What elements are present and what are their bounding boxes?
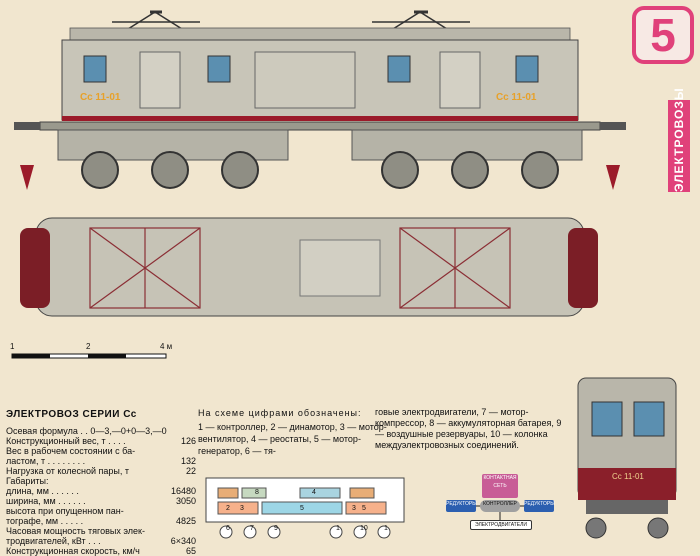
spec-row: тродвигателей, кВт . . . 6×340 <box>6 536 196 546</box>
spec-label: Осевая формула . . 0—3,—0+0—3,—0 <box>6 426 167 436</box>
schematic-label: 9 <box>274 525 278 532</box>
legend-text-right: говые электродвигатели, 7 — мотор-компре… <box>375 407 562 450</box>
spec-value: 22 <box>185 466 196 476</box>
spec-label: высота при опущенном пан- <box>6 506 124 516</box>
spec-label: тографе, мм . . . . . <box>6 516 84 526</box>
scale-tick-2: 2 <box>86 342 91 351</box>
spec-label: Конструкционный вес, т . . . . <box>6 436 126 446</box>
schematic-label: 2 <box>226 505 230 512</box>
contact-network-box: КОНТАКТНАЯ СЕТЬ <box>482 474 518 498</box>
spec-label: длина, мм . . . . . . <box>6 486 79 496</box>
schematic-label: 6 <box>226 525 230 532</box>
body-stripe <box>62 116 578 121</box>
pantograph-top-left <box>89 227 201 309</box>
underframe <box>39 121 601 131</box>
roof-hatch <box>299 239 381 297</box>
schematic-label: 3 <box>352 505 356 512</box>
louvers <box>139 51 481 109</box>
loco-number-right: Сс 11-01 <box>496 92 537 103</box>
legend-heading: На схеме цифрами обозначены: <box>198 408 362 418</box>
controller-box: КОНТРОЛЛЕР <box>480 500 520 512</box>
front-number: Сс 11-01 <box>612 472 644 481</box>
spec-value: 65 <box>185 546 196 556</box>
schematic-label: 5 <box>362 505 366 512</box>
spec-row: Нагрузка от колесной пары, т 22 <box>6 466 196 476</box>
front-skirt <box>578 468 676 500</box>
marker-right <box>606 165 620 190</box>
bogie-left <box>57 129 289 189</box>
spec-row: ширина, мм . . . . . . 3050 <box>6 496 196 506</box>
spec-row: Габариты: <box>6 476 196 486</box>
spec-row: Вес в рабочем состоянии с ба- <box>6 446 196 456</box>
schematic-label: 4 <box>312 489 316 496</box>
schematic-label: 10 <box>360 525 368 532</box>
equipment-schematic <box>205 477 405 539</box>
side-view <box>14 10 626 190</box>
spec-label: ластом, т . . . . . . . . <box>6 456 86 466</box>
page-number: 5 <box>650 9 676 61</box>
window <box>83 55 107 83</box>
loco-number-left: Сс 11-01 <box>80 92 121 103</box>
spec-row: высота при опущенном пан- <box>6 506 196 516</box>
front-view <box>577 377 677 539</box>
reducers-right-box: РЕДУКТОРЫ <box>524 500 555 512</box>
motors-box: ЭЛЕКТРОДВИГАТЕЛИ <box>470 520 532 530</box>
schematic-frame <box>205 477 405 523</box>
window <box>207 55 231 83</box>
spec-row: Осевая формула . . 0—3,—0+0—3,—0 <box>6 426 196 436</box>
scale-tick-1: 1 <box>10 342 15 351</box>
front-window <box>633 401 665 437</box>
buffer-right <box>600 122 626 130</box>
pantograph-right <box>372 10 470 35</box>
legend-text-left: 1 — контроллер, 2 — динамотор, 3 — мотор… <box>198 422 387 456</box>
front-wheel <box>647 517 669 539</box>
spec-title: ЭЛЕКТРОВОЗ СЕРИИ Сс <box>6 409 137 420</box>
spec-row: ластом, т . . . . . . . . 132 <box>6 456 196 466</box>
spec-label: Вес в рабочем состоянии с ба- <box>6 446 136 456</box>
scale-bar <box>11 353 167 359</box>
spec-value: 3050 <box>175 496 196 506</box>
buffer-left <box>14 122 40 130</box>
spec-row: длина, мм . . . . . . 16480 <box>6 486 196 496</box>
bogie-right <box>351 129 583 189</box>
schematic-label: 7 <box>250 525 254 532</box>
pantograph-top-right <box>399 227 511 309</box>
window <box>515 55 539 83</box>
schematic-label: 3 <box>240 505 244 512</box>
page-number-badge: 5 <box>632 6 694 64</box>
front-wheel <box>585 517 607 539</box>
schematic-label: 8 <box>255 489 259 496</box>
spec-row: Конструкционная скорость, км/ч 65 <box>6 546 196 556</box>
schematic-label: 1 <box>336 525 340 532</box>
spec-value: 6×340 <box>170 536 196 546</box>
spec-label: ширина, мм . . . . . . <box>6 496 86 506</box>
spec-label: Габариты: <box>6 476 49 486</box>
spec-row: тографе, мм . . . . . 4825 <box>6 516 196 526</box>
end-cab-right <box>568 228 598 308</box>
schematic-label: 1 <box>384 525 388 532</box>
section-tab: ЭЛЕКТРОВОЗЫ <box>668 87 690 192</box>
window <box>387 55 411 83</box>
spec-label: тродвигателей, кВт . . . <box>6 536 101 546</box>
spec-value: 16480 <box>170 486 196 496</box>
spec-row: Конструкционный вес, т . . . . 126 <box>6 436 196 446</box>
front-coupler <box>586 500 668 514</box>
marker-left <box>20 165 34 190</box>
spec-row: Часовая мощность тяговых элек- <box>6 526 196 536</box>
legend-left: На схеме цифрами обозначены: 1 — контрол… <box>198 407 398 457</box>
spec-value: 126 <box>180 436 196 446</box>
end-cab-left <box>20 228 50 308</box>
reducers-left-box: РЕДУКТОРЫ <box>446 500 477 512</box>
schematic-label: 5 <box>300 505 304 512</box>
spec-label: Конструкционная скорость, км/ч <box>6 546 140 556</box>
spec-value: 4825 <box>175 516 196 526</box>
spec-label: Нагрузка от колесной пары, т <box>6 466 129 476</box>
front-window <box>591 401 623 437</box>
scale-tick-4: 4 м <box>160 342 173 351</box>
spec-label: Часовая мощность тяговых элек- <box>6 526 145 536</box>
spec-value: 132 <box>180 456 196 466</box>
top-view <box>20 217 598 317</box>
